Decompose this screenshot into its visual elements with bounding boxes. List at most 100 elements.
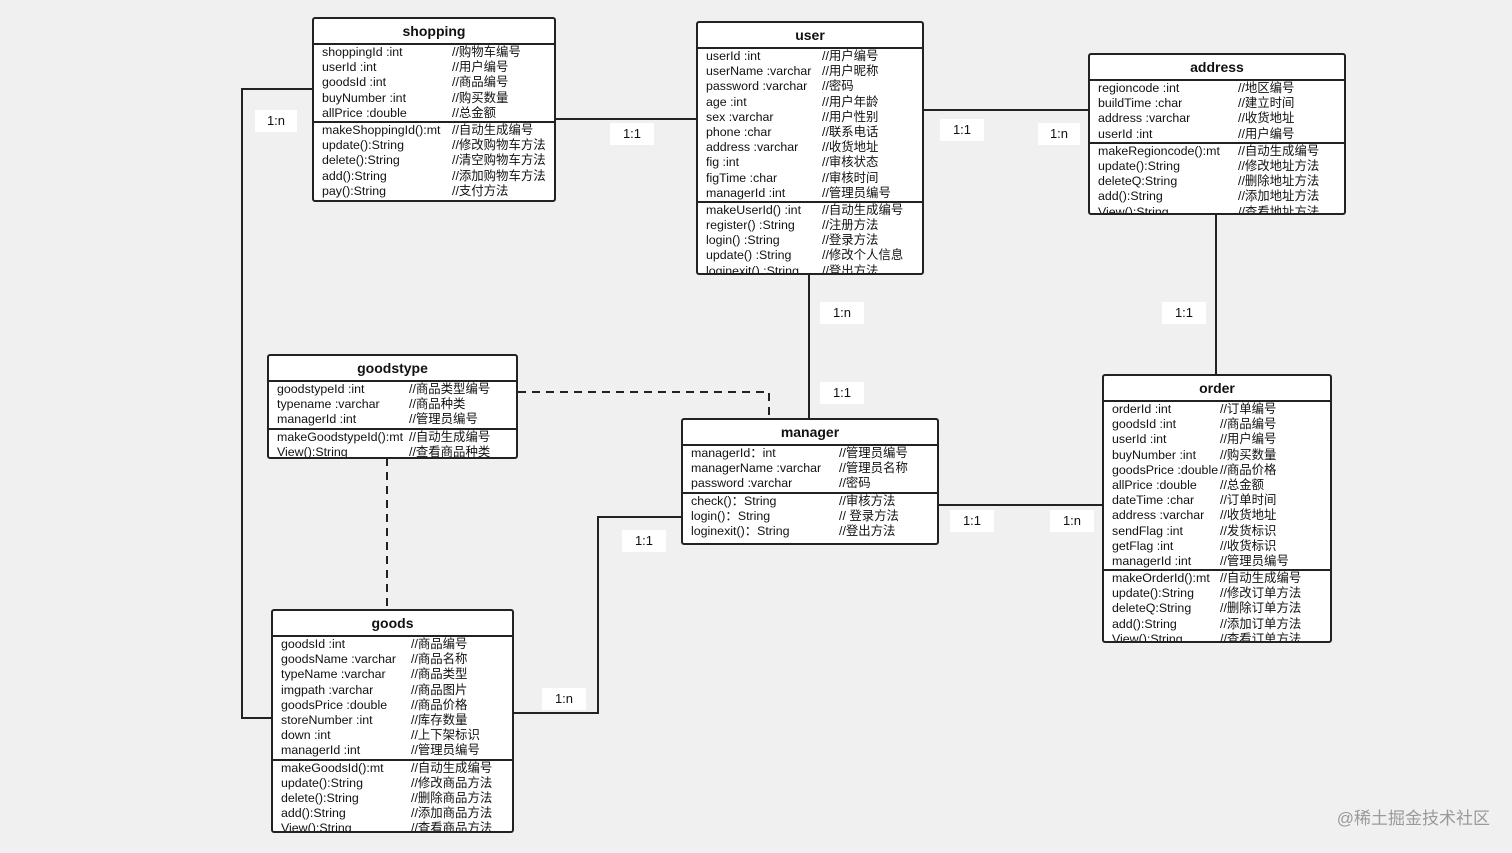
comment-text: //添加地址方法 bbox=[1238, 189, 1320, 204]
method-row: View():String//查看商品方法 bbox=[281, 821, 504, 831]
label-manager-goods-1: 1:1 bbox=[622, 530, 666, 552]
label-user-address-1: 1:1 bbox=[940, 119, 984, 141]
attribute-declaration: typename :varchar bbox=[277, 397, 380, 412]
comment-text: //库存数量 bbox=[411, 712, 468, 727]
comment-text: //登出方法 bbox=[822, 263, 879, 275]
method-declaration: makeUserId() :int bbox=[706, 202, 802, 217]
attribute-declaration: getFlag :int bbox=[1112, 538, 1174, 553]
comment-text: //管理员编号 bbox=[839, 446, 908, 460]
comment-text: //修改商品方法 bbox=[411, 775, 493, 790]
comment-text: //添加订单方法 bbox=[1220, 616, 1302, 631]
method-row: delete():String//删除商品方法 bbox=[281, 791, 504, 806]
comment-text: //审核时间 bbox=[822, 170, 879, 185]
method-row: update():String//修改商品方法 bbox=[281, 776, 504, 791]
method-declaration: loginexit()：String bbox=[691, 523, 790, 538]
attribute-declaration: managerName :varchar bbox=[691, 461, 822, 476]
attribute-row: userId :int//用户编号 bbox=[1112, 432, 1322, 447]
comment-text: //删除订单方法 bbox=[1220, 601, 1302, 616]
comment-text: //商品编号 bbox=[411, 637, 468, 651]
attribute-row: typeName :varchar//商品类型 bbox=[281, 667, 504, 682]
attribute-row: buyNumber :int//购买数量 bbox=[322, 91, 546, 106]
method-row: makeUserId() :int//自动生成编号 bbox=[706, 203, 914, 218]
attribute-row: dateTime :char//订单时间 bbox=[1112, 493, 1322, 508]
attribute-row: managerId：int //管理员编号 bbox=[691, 446, 929, 461]
comment-text: //自动生成编号 bbox=[1238, 143, 1320, 158]
method-row: makeGoodsId():mt//自动生成编号 bbox=[281, 761, 504, 776]
attribute-declaration: figTime :char bbox=[706, 170, 778, 185]
attribute-row: getFlag :int //收货标识 bbox=[1112, 539, 1322, 554]
comment-text: //发货标识 bbox=[1220, 523, 1277, 538]
watermark: @稀土掘金技术社区 bbox=[1336, 809, 1490, 828]
method-declaration: View():String bbox=[1098, 204, 1169, 215]
attribute-declaration: sex :varchar bbox=[706, 109, 774, 124]
attribute-declaration: address :varchar bbox=[1098, 111, 1191, 126]
comment-text: //收货标识 bbox=[1220, 538, 1277, 553]
comment-text: //自动生成编号 bbox=[409, 429, 491, 444]
comment-text: //清空购物车方法 bbox=[452, 153, 546, 168]
attribute-row: address :varchar //收货地址 bbox=[1098, 111, 1336, 126]
method-row: update():String//修改地址方法 bbox=[1098, 159, 1336, 174]
attribute-row: fig :int//审核状态 bbox=[706, 155, 914, 170]
method-row: makeGoodstypeId():mt//自动生成编号 bbox=[277, 430, 508, 445]
attribute-row: sex :varchar//用户性别 bbox=[706, 110, 914, 125]
attribute-row: goodsPrice :double//商品价格 bbox=[281, 698, 504, 713]
attribute-row: goodsPrice :double//商品价格 bbox=[1112, 463, 1322, 478]
label-shopping-goods: 1:n bbox=[255, 110, 297, 132]
comment-text: //总金额 bbox=[452, 105, 497, 120]
attribute-declaration: goodsName :varchar bbox=[281, 652, 397, 667]
attribute-declaration: fig :int bbox=[706, 155, 740, 170]
method-row: login()：String// 登录方法 bbox=[691, 509, 929, 524]
class-title: goodstype bbox=[269, 356, 516, 382]
comment-text: //订单时间 bbox=[1220, 493, 1277, 508]
comment-text: // 登录方法 bbox=[839, 508, 899, 523]
comment-text: //修改订单方法 bbox=[1220, 586, 1302, 601]
attribute-declaration: managerId :int bbox=[281, 743, 361, 758]
method-row: login() :String//登录方法 bbox=[706, 233, 914, 248]
attribute-row: password :varchar//密码 bbox=[691, 476, 929, 491]
method-row: add():String //添加地址方法 bbox=[1098, 189, 1336, 204]
comment-text: //删除地址方法 bbox=[1238, 174, 1320, 189]
attribute-declaration: goodsPrice :double bbox=[281, 697, 388, 712]
comment-text: //管理员编号 bbox=[822, 185, 891, 200]
method-declaration: makeOrderId():mt bbox=[1112, 571, 1210, 586]
method-row: add():String//添加订单方法 bbox=[1112, 617, 1322, 632]
comment-text: //收货地址 bbox=[1238, 111, 1295, 126]
comment-text: //密码 bbox=[839, 476, 871, 491]
comment-text: //支付方法 bbox=[452, 183, 509, 198]
class-title: manager bbox=[683, 420, 937, 446]
class-title: order bbox=[1104, 376, 1330, 402]
comment-text: //登录方法 bbox=[822, 233, 879, 248]
comment-text: //登出方法 bbox=[839, 523, 896, 538]
label-manager-user: 1:1 bbox=[820, 382, 864, 404]
attribute-declaration: managerId :int bbox=[1112, 553, 1192, 568]
label-manager-order-2: 1:n bbox=[1050, 510, 1094, 532]
method-row: loginexit() :String//登出方法 bbox=[706, 263, 914, 275]
method-row: makeRegioncode():mt//自动生成编号 bbox=[1098, 144, 1336, 159]
method-row: delete():String//清空购物车方法 bbox=[322, 153, 546, 168]
method-row: check()：String//审核方法 bbox=[691, 494, 929, 509]
comment-text: //管理员编号 bbox=[1220, 553, 1289, 568]
method-declaration: update():String bbox=[322, 138, 404, 153]
method-declaration: update() :String bbox=[706, 248, 792, 263]
attribute-declaration: goodsId :int bbox=[1112, 417, 1177, 432]
comment-text: //自动生成编号 bbox=[1220, 571, 1302, 586]
method-row: update() :String//修改个人信息 bbox=[706, 248, 914, 263]
attribute-declaration: down :int bbox=[281, 728, 331, 743]
comment-text: //商品类型编号 bbox=[409, 382, 491, 396]
method-declaration: add():String bbox=[1098, 189, 1163, 204]
comment-text: //购物车编号 bbox=[452, 45, 521, 59]
attribute-declaration: managerId：int bbox=[691, 446, 776, 460]
